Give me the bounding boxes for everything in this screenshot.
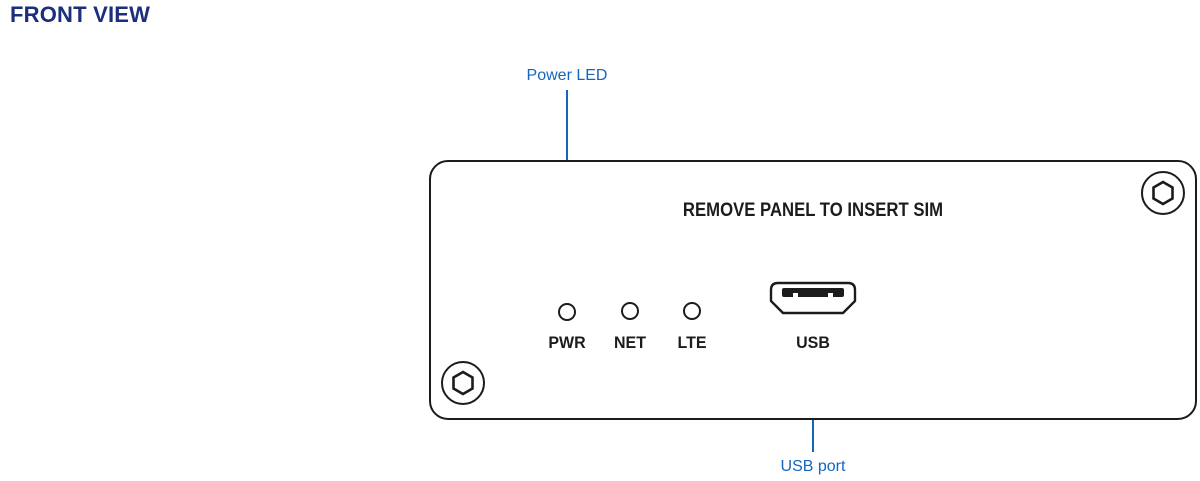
usb-port-label: USB bbox=[796, 333, 830, 352]
pwr-led-indicator-icon bbox=[558, 303, 576, 321]
panel-instruction-text: REMOVE PANEL TO INSERT SIM bbox=[682, 200, 944, 221]
hex-screw-bottom-left-icon bbox=[441, 361, 485, 405]
micro-usb-port-icon bbox=[769, 281, 857, 315]
lte-led-label: LTE bbox=[677, 333, 707, 352]
power-led-callout-label: Power LED bbox=[526, 67, 608, 84]
hex-screw-top-right-icon bbox=[1141, 171, 1185, 215]
page-title: FRONT VIEW bbox=[10, 2, 151, 27]
pwr-led-label: PWR bbox=[548, 333, 586, 352]
net-led-indicator-icon bbox=[621, 302, 639, 320]
usb-port-callout-label: USB port bbox=[780, 458, 846, 475]
lte-led-indicator-icon bbox=[683, 302, 701, 320]
net-led-label: NET bbox=[614, 333, 646, 352]
